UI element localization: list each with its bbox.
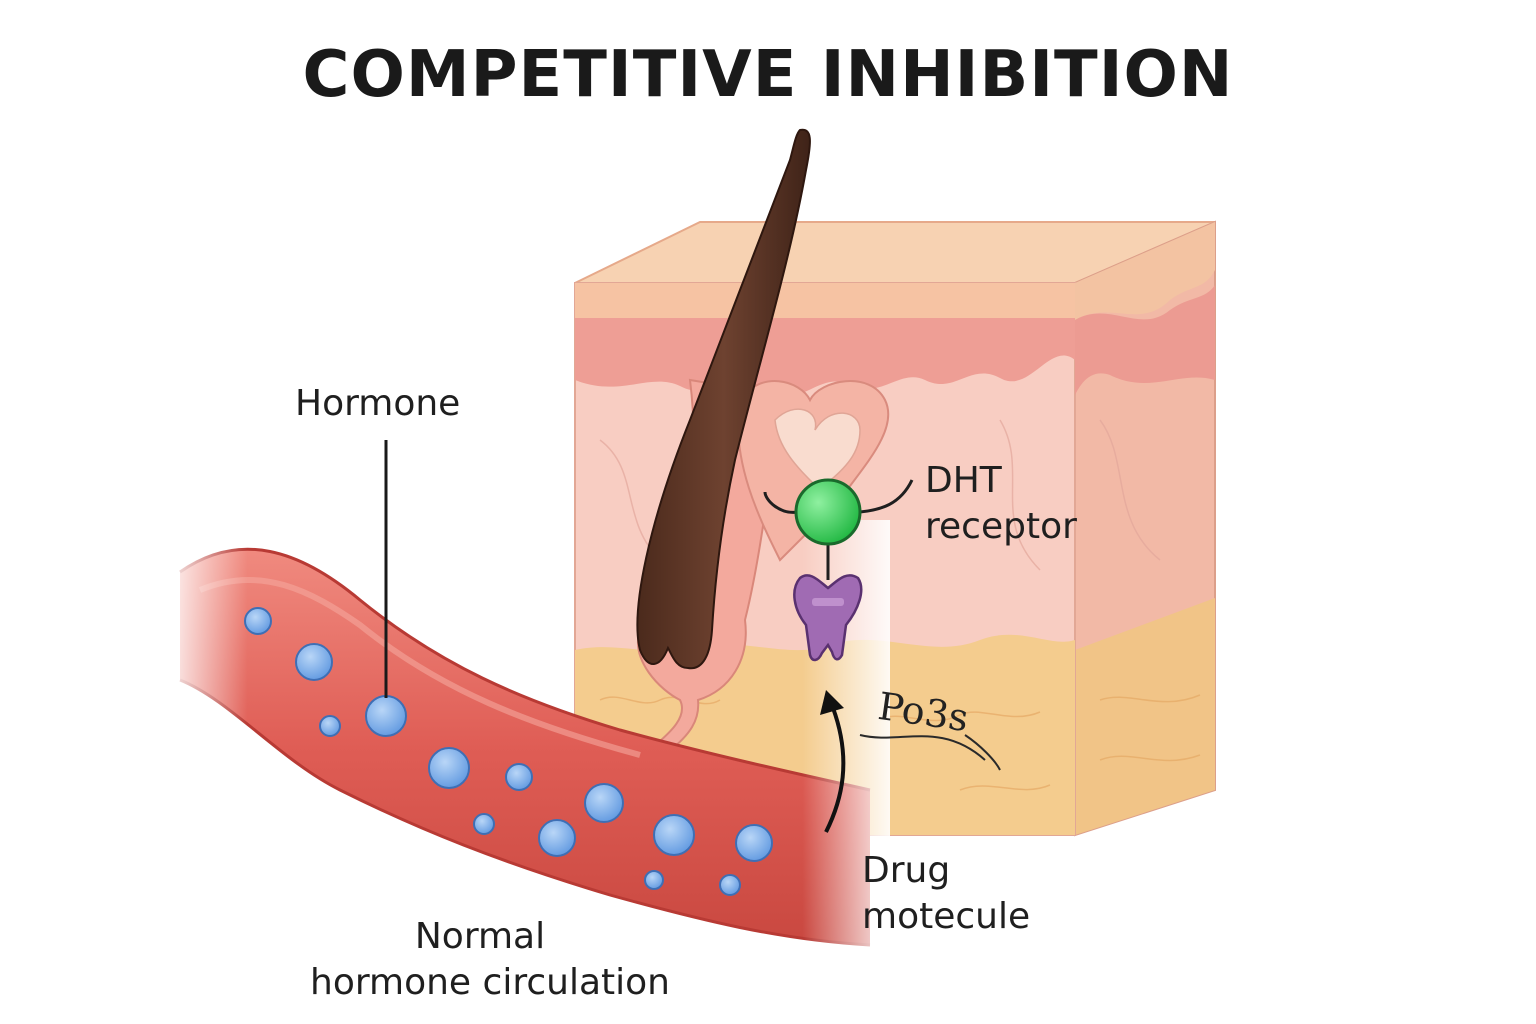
hormone-molecules xyxy=(244,607,773,896)
dht-receptor-label-line2: receptor xyxy=(925,506,1077,547)
hormone-dot xyxy=(319,715,341,737)
circulation-label: Normal hormone circulation xyxy=(290,914,690,1006)
hormone-dot xyxy=(644,870,664,890)
drug-molecule-label-line2: motecule xyxy=(862,896,1031,937)
hormone-dot xyxy=(719,874,741,896)
drug-molecule-label-line1: Drug xyxy=(862,850,951,891)
hormone-dot xyxy=(295,643,333,681)
hormone-dot xyxy=(584,783,624,823)
circulation-label-line2: hormone circulation xyxy=(310,962,670,1003)
hormone-dot xyxy=(538,819,576,857)
diagram-title: COMPETITIVE INHIBITION xyxy=(302,38,1234,112)
hormone-dot xyxy=(244,607,272,635)
dht-receptor-sphere xyxy=(794,478,862,546)
receptor-complex xyxy=(763,478,914,662)
hormone-dot xyxy=(653,814,695,856)
drug-molecule-label: Drug motecule xyxy=(862,848,1030,940)
hormone-dot xyxy=(473,813,495,835)
hormone-dot xyxy=(735,824,773,862)
scribble-marks xyxy=(859,734,1001,771)
drug-arrow xyxy=(820,690,846,833)
blood-vessel xyxy=(160,520,890,960)
dht-receptor-label-line1: DHT xyxy=(925,460,1002,501)
hormone-dot xyxy=(428,747,470,789)
dht-receptor-label: DHT receptor xyxy=(925,458,1077,550)
hormone-dot xyxy=(365,695,407,737)
hormone-dot xyxy=(505,763,533,791)
hormone-label: Hormone xyxy=(295,383,461,424)
drug-molecule-shape xyxy=(793,574,863,662)
circulation-label-line1: Normal xyxy=(414,916,546,957)
